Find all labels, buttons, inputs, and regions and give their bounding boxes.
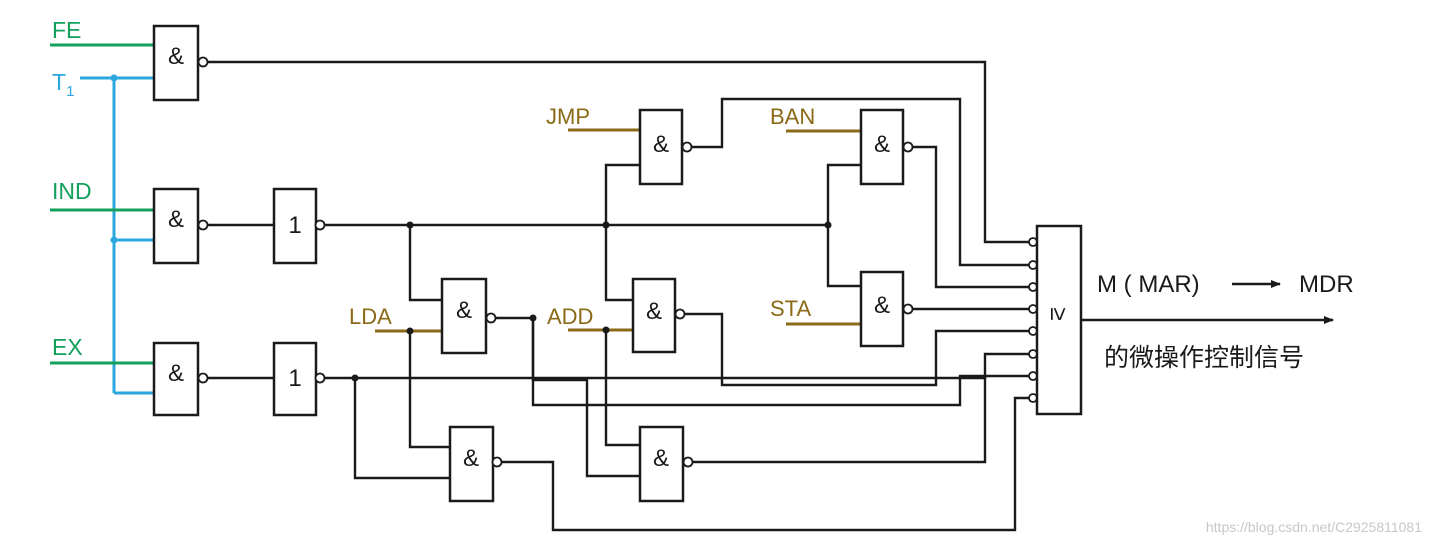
fe-label: FE <box>52 17 81 43</box>
lda-label: LDA <box>349 304 392 329</box>
nand-gate-ban: & <box>859 108 914 186</box>
nand-gate-sta: & <box>859 270 914 348</box>
wires <box>205 60 1030 532</box>
state-inputs <box>50 43 154 365</box>
or-gate-output: ≥ <box>1028 224 1083 416</box>
nand-gate-ind: & <box>152 187 209 265</box>
and-symbol: & <box>168 43 184 70</box>
add-label: ADD <box>547 304 593 329</box>
or-symbol: ≥ <box>1045 307 1072 320</box>
output-signal-label: M ( MAR) <box>1097 271 1200 298</box>
opcode-inputs <box>375 128 861 333</box>
nand-gate-add: & <box>631 277 686 354</box>
and-symbol: & <box>653 445 669 472</box>
not-symbol: 1 <box>288 212 301 239</box>
t1-bus <box>80 74 154 395</box>
nand-gate-fe: & <box>152 24 209 102</box>
and-symbol: & <box>653 131 669 158</box>
t1-subscript: 1 <box>66 83 74 100</box>
nand-gate-ex: & <box>152 341 209 417</box>
and-symbol: & <box>456 297 472 324</box>
and-symbol: & <box>874 292 890 319</box>
and-symbol: & <box>463 445 479 472</box>
ex-label: EX <box>52 334 83 360</box>
and-symbol: & <box>168 360 184 387</box>
output-caption: 的微操作控制信号 <box>1104 343 1304 372</box>
t1-main: T <box>52 69 66 95</box>
output-target-label: MDR <box>1299 271 1354 298</box>
ban-label: BAN <box>770 104 815 129</box>
nand-gate-lda: & <box>440 277 497 355</box>
watermark: https://blog.csdn.net/C2925811081 <box>1206 519 1422 535</box>
sta-label: STA <box>770 296 811 321</box>
and-symbol: & <box>874 131 890 158</box>
nand-gate-lda-ex: & <box>448 425 503 503</box>
not-symbol: 1 <box>288 365 301 392</box>
jmp-label: JMP <box>546 104 590 129</box>
nand-gate-jmp: & <box>638 108 693 186</box>
not-gate-ind: 1 <box>272 187 326 265</box>
nand-gate-add-ind: & <box>638 425 694 503</box>
t1-label: T1 <box>52 69 74 100</box>
and-symbol: & <box>646 298 662 325</box>
and-symbol: & <box>168 206 184 233</box>
ind-label: IND <box>52 178 92 204</box>
not-gate-ex: 1 <box>272 341 326 417</box>
